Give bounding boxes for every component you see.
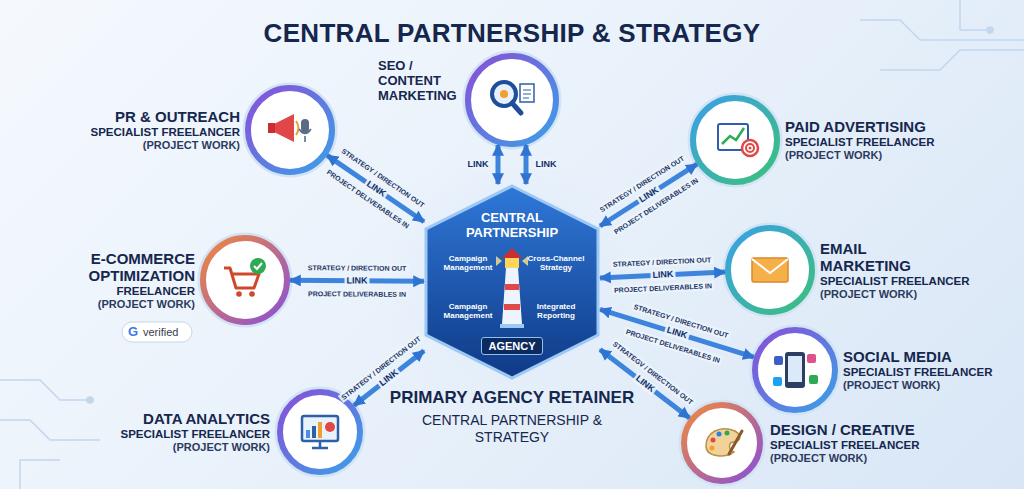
service-node: EMAIL MARKETINGSPECIALIST FREELANCER(PRO…	[728, 228, 812, 312]
text-holder: Integrated Reporting	[524, 302, 588, 320]
service-node: DESIGN / CREATIVESPECIALIST FREELANCER(P…	[684, 405, 760, 481]
service-title: SEO / CONTENT MARKETING	[378, 58, 464, 103]
badge-text: verified	[143, 324, 178, 340]
link-label: LINK	[466, 159, 491, 170]
palette-icon	[706, 429, 742, 456]
service-text: PR & OUTREACHSPECIALIST FREELANCER(PROJE…	[70, 108, 240, 152]
service-note: (PROJECT WORK)	[843, 379, 1008, 392]
text-holder: PROJECT DELIVERABLES IN	[306, 289, 408, 299]
service-role: SPECIALIST FREELANCER	[785, 135, 955, 149]
service-note: (PROJECT WORK)	[770, 452, 940, 465]
hub-subcaption: CENTRAL PARTNERSHIP & STRATEGY	[402, 412, 622, 446]
service-title: EMAIL MARKETING	[820, 240, 920, 274]
text-holder: G	[128, 324, 138, 340]
service-note: (PROJECT WORK)	[785, 149, 955, 162]
service-node: SEO / CONTENT MARKETING	[468, 56, 556, 144]
service-node: SOCIAL MEDIASPECIALIST FREELANCER(PROJEC…	[755, 330, 835, 410]
flow-label: PROJECT DELIVERABLES IN	[306, 289, 408, 299]
link-arrow	[524, 145, 529, 184]
service-note: (PROJECT WORK)	[820, 288, 985, 301]
diagram-title: CENTRAL PARTNERSHIP & STRATEGY	[0, 18, 1024, 48]
text-holder: CENTRAL PARTNERSHIP	[452, 210, 572, 240]
service-text: SOCIAL MEDIASPECIALIST FREELANCER(PROJEC…	[843, 348, 1008, 392]
service-text: DATA ANALYTICSSPECIALIST FREELANCER(PROJ…	[120, 410, 270, 454]
link-label: LINK	[534, 159, 559, 170]
text-holder: LINK	[534, 159, 559, 170]
service-note: (PROJECT WORK)	[70, 298, 195, 311]
service-label: Campaign Management	[436, 302, 500, 320]
agency-banner: AGENCY	[481, 337, 542, 355]
text-holder: Cross-Channel Strategy	[524, 254, 588, 272]
text-holder: AGENCY	[472, 336, 552, 355]
email-icon	[752, 258, 788, 282]
social-icon	[773, 352, 818, 388]
service-node: PR & OUTREACHSPECIALIST FREELANCER(PROJE…	[248, 88, 332, 172]
text-holder: CENTRAL PARTNERSHIP & STRATEGY	[0, 18, 1024, 48]
service-title: PAID ADVERTISING	[785, 118, 955, 135]
service-title: DESIGN / CREATIVE	[770, 421, 940, 438]
service-title: PR & OUTREACH	[70, 108, 240, 125]
service-title: DATA ANALYTICS	[120, 410, 270, 427]
service-node: PAID ADVERTISINGSPECIALIST FREELANCER(PR…	[693, 98, 777, 182]
text-holder: Campaign Management	[436, 254, 500, 272]
service-title: E-COMMERCE OPTIMIZATION	[70, 250, 195, 284]
link-label: LINK	[344, 275, 369, 286]
service-role: SPECIALIST FREELANCER	[820, 274, 985, 288]
link-arrow	[496, 145, 501, 184]
text-holder: LINK	[344, 275, 369, 286]
link-label: LINK	[650, 269, 675, 281]
flow-label: STRATEGY / DIRECTION OUT	[306, 263, 409, 273]
service-rings	[199, 52, 839, 485]
service-note: (PROJECT WORK)	[70, 139, 240, 152]
service-node: DATA ANALYTICSSPECIALIST FREELANCER(PROJ…	[280, 392, 360, 472]
text-holder: PRIMARY AGENCY RETAINER	[382, 388, 642, 408]
service-role: SPECIALIST FREELANCER	[70, 125, 240, 139]
service-role: SPECIALIST FREELANCER	[770, 438, 940, 452]
service-text: EMAIL MARKETINGSPECIALIST FREELANCER(PRO…	[820, 240, 985, 301]
service-text: PAID ADVERTISINGSPECIALIST FREELANCER(PR…	[785, 118, 955, 162]
service-node: E-COMMERCE OPTIMIZATIONFREELANCER(PROJEC…	[203, 238, 287, 322]
service-label: Campaign Management	[436, 254, 500, 272]
text-holder: PROJECT DELIVERABLES IN	[612, 281, 714, 295]
service-title: SOCIAL MEDIA	[843, 348, 1008, 365]
text-holder: STRATEGY / DIRECTION OUT	[610, 255, 713, 269]
verified-badge	[122, 322, 192, 342]
link-arrow	[600, 350, 690, 419]
text-holder: verified	[143, 324, 178, 340]
megaphone-icon	[268, 114, 311, 142]
flow-label: PROJECT DELIVERABLES IN	[612, 281, 714, 295]
text-holder: LINK	[650, 269, 675, 281]
service-role: SPECIALIST FREELANCER	[120, 427, 270, 441]
service-role: SPECIALIST FREELANCER	[843, 365, 1008, 379]
text-holder: LINK	[466, 159, 491, 170]
service-text: E-COMMERCE OPTIMIZATIONFREELANCER(PROJEC…	[70, 250, 195, 311]
text-holder: Campaign Management	[436, 302, 500, 320]
text-holder: CENTRAL PARTNERSHIP & STRATEGY	[402, 412, 622, 446]
hub-title: CENTRAL PARTNERSHIP	[452, 210, 572, 240]
service-label: Cross-Channel Strategy	[524, 254, 588, 272]
seo-icon	[492, 82, 534, 113]
cart-icon	[224, 258, 266, 297]
analytics-icon	[302, 416, 338, 448]
badge-logo: G	[128, 324, 138, 340]
service-role: FREELANCER	[70, 284, 195, 298]
service-text: DESIGN / CREATIVESPECIALIST FREELANCER(P…	[770, 421, 940, 465]
hub-caption: PRIMARY AGENCY RETAINER	[382, 388, 642, 408]
agency-hub: CENTRAL PARTNERSHIP Campaign Management Cr…	[424, 184, 600, 380]
service-note: (PROJECT WORK)	[120, 441, 270, 454]
service-text: SEO / CONTENT MARKETING	[378, 58, 464, 103]
service-label: Integrated Reporting	[524, 302, 588, 320]
flow-label: STRATEGY / DIRECTION OUT	[610, 255, 713, 269]
link-arrow	[327, 155, 424, 221]
text-holder: STRATEGY / DIRECTION OUT	[306, 263, 409, 273]
ads-icon	[718, 124, 758, 156]
